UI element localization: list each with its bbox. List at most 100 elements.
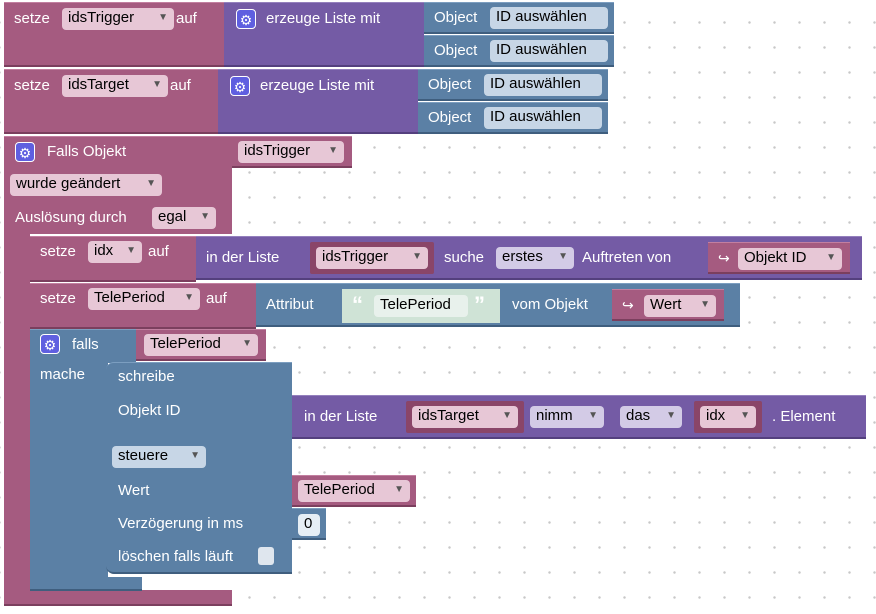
trigger-by-dropdown[interactable]: egal▼ <box>152 207 216 229</box>
list-var-block[interactable]: idsTarget▼ <box>406 401 524 433</box>
chevron-down-icon: ▼ <box>412 251 422 262</box>
to-label: auf <box>206 290 227 307</box>
object-label: Object <box>434 9 478 26</box>
chevron-down-icon: ▼ <box>190 450 200 461</box>
set-idsTrigger-block[interactable]: setze idsTrigger▼ auf <box>4 2 226 67</box>
to-label: auf <box>170 77 191 94</box>
chevron-down-icon: ▼ <box>126 245 136 256</box>
object-label: Object <box>434 42 478 59</box>
object-id-block[interactable]: Object ID auswählen <box>424 2 614 34</box>
set-label: setze <box>40 290 76 307</box>
trigger-object-id-dropdown[interactable]: Objekt ID▼ <box>738 248 842 270</box>
object-id-block[interactable]: Object ID auswählen <box>418 69 608 101</box>
create-list-label: erzeuge Liste mit <box>266 10 381 27</box>
set-label: setze <box>40 243 76 260</box>
index-var-block[interactable]: idx▼ <box>694 401 762 433</box>
object-label: Object <box>428 76 472 93</box>
return-arrow-icon: ↪ <box>718 250 730 266</box>
search-mode-dropdown[interactable]: erstes▼ <box>496 247 574 269</box>
create-list-label: erzeuge Liste mit <box>260 77 375 94</box>
trigger-by-label: Auslösung durch <box>15 209 127 226</box>
trigger-value-dropdown[interactable]: Wert▼ <box>644 295 716 317</box>
write-mode-dropdown[interactable]: steuere▼ <box>112 446 206 468</box>
trigger-block-header[interactable]: ⚙ Falls Objekt wurde geändert▼ Auslösung… <box>4 136 232 234</box>
trigger-changed-dropdown[interactable]: wurde geändert▼ <box>10 174 162 196</box>
if-condition-block[interactable]: TelePeriod▼ <box>136 329 266 361</box>
open-quote-icon: “ <box>352 292 363 317</box>
element-label: . Element <box>772 408 836 425</box>
delay-number-block[interactable]: 0 <box>292 508 326 540</box>
clear-if-running-checkbox[interactable] <box>258 547 274 565</box>
write-title: schreibe <box>118 368 175 385</box>
if-block-header[interactable]: ⚙ falls <box>30 329 136 363</box>
chevron-down-icon: ▼ <box>152 79 162 90</box>
variable-dropdown-teleperiod[interactable]: TelePeriod▼ <box>88 288 200 310</box>
value-label: Wert <box>118 482 150 499</box>
list-var-block[interactable]: idsTrigger▼ <box>310 242 434 274</box>
variable-dropdown-idsTarget[interactable]: idsTarget▼ <box>62 75 168 97</box>
trigger-object-var-block[interactable]: idsTrigger▼ <box>232 136 352 168</box>
return-arrow-icon: ↪ <box>622 297 634 313</box>
object-id-block[interactable]: Object ID auswählen <box>424 35 614 67</box>
chevron-down-icon: ▼ <box>502 410 512 421</box>
variable-dropdown-idsTrigger[interactable]: idsTrigger▼ <box>62 8 174 30</box>
gear-icon[interactable]: ⚙ <box>236 9 256 29</box>
attribute-label: Attribut <box>266 296 314 313</box>
variable-dropdown-teleperiod[interactable]: TelePeriod▼ <box>144 334 258 356</box>
chevron-down-icon: ▼ <box>558 251 568 262</box>
trigger-label: Falls Objekt <box>47 143 127 160</box>
get-attribute-block[interactable]: Attribut “ TelePeriod ” vom Objekt ↪ Wer… <box>256 283 740 327</box>
list-get-index-block[interactable]: in der Liste idsTarget▼ nimm▼ das▼ idx▼ … <box>292 395 866 439</box>
set-teleperiod-block[interactable]: setze TelePeriod▼ auf <box>30 283 256 329</box>
to-label: auf <box>176 10 197 27</box>
set-idx-block[interactable]: setze idx▼ auf <box>30 236 196 282</box>
chevron-down-icon: ▼ <box>242 338 252 349</box>
variable-dropdown-teleperiod[interactable]: TelePeriod▼ <box>298 480 410 502</box>
variable-dropdown-idsTarget[interactable]: idsTarget▼ <box>412 406 518 428</box>
variable-dropdown-idsTrigger[interactable]: idsTrigger▼ <box>238 141 344 163</box>
create-list-block[interactable]: ⚙ erzeuge Liste mit <box>218 69 418 134</box>
attribute-text-field[interactable]: TelePeriod <box>374 295 468 317</box>
chevron-down-icon: ▼ <box>740 410 750 421</box>
set-idsTarget-block[interactable]: setze idsTarget▼ auf <box>4 69 220 134</box>
do-label: mache <box>40 366 86 383</box>
id-select-field[interactable]: ID auswählen <box>490 7 608 29</box>
id-select-field[interactable]: ID auswählen <box>484 107 602 129</box>
chevron-down-icon: ▼ <box>328 145 338 156</box>
text-block[interactable]: “ TelePeriod ” <box>342 289 500 323</box>
chevron-down-icon: ▼ <box>700 299 710 310</box>
close-quote-icon: ” <box>474 292 485 317</box>
delay-number-field[interactable]: 0 <box>298 514 320 536</box>
gear-icon[interactable]: ⚙ <box>15 142 35 162</box>
list-action-dropdown[interactable]: nimm▼ <box>530 406 604 428</box>
gear-icon[interactable]: ⚙ <box>40 334 60 354</box>
chevron-down-icon: ▼ <box>200 211 210 222</box>
object-id-label: Objekt ID <box>118 402 181 419</box>
set-label: setze <box>14 77 50 94</box>
object-id-block[interactable]: Object ID auswählen <box>418 102 608 134</box>
write-block[interactable]: schreibe Objekt ID steuere▼ Wert Verzöge… <box>106 362 292 574</box>
id-select-field[interactable]: ID auswählen <box>490 40 608 62</box>
trigger-value-block[interactable]: ↪ Wert▼ <box>612 289 724 321</box>
chevron-down-icon: ▼ <box>184 292 194 303</box>
variable-dropdown-idx[interactable]: idx▼ <box>88 241 142 263</box>
gear-icon[interactable]: ⚙ <box>230 76 250 96</box>
write-value-block[interactable]: TelePeriod▼ <box>292 475 416 507</box>
if-block-body: mache <box>30 363 108 579</box>
chevron-down-icon: ▼ <box>826 252 836 263</box>
variable-dropdown-idsTrigger[interactable]: idsTrigger▼ <box>316 247 428 269</box>
variable-dropdown-idx[interactable]: idx▼ <box>700 406 756 428</box>
create-list-block[interactable]: ⚙ erzeuge Liste mit <box>224 2 424 67</box>
list-index-of-block[interactable]: in der Liste idsTrigger▼ suche erstes▼ A… <box>196 236 862 280</box>
list-where-dropdown[interactable]: das▼ <box>620 406 682 428</box>
trigger-block-spine <box>4 234 30 592</box>
from-object-label: vom Objekt <box>512 296 588 313</box>
set-label: setze <box>14 10 50 27</box>
object-label: Object <box>428 109 472 126</box>
id-select-field[interactable]: ID auswählen <box>484 74 602 96</box>
in-list-label: in der Liste <box>304 408 378 425</box>
chevron-down-icon: ▼ <box>394 484 404 495</box>
in-list-label: in der Liste <box>206 249 280 266</box>
trigger-object-id-block[interactable]: ↪ Objekt ID▼ <box>708 242 850 274</box>
if-block-footer <box>30 577 142 591</box>
